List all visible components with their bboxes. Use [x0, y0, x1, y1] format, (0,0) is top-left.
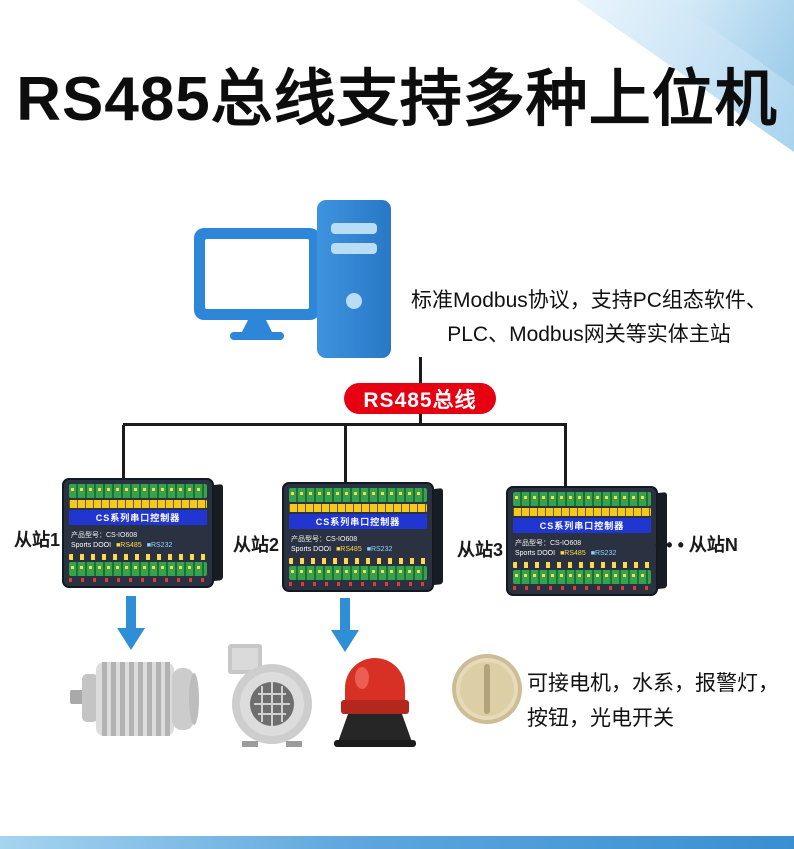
device-title: CS系列串口控制器: [289, 514, 427, 529]
down-arrow-icon: [331, 598, 359, 657]
push-button-icon: [450, 652, 524, 731]
actuator-description-line2: 按钮，光电开关: [527, 707, 674, 730]
device-model: 产品型号：CS-IO608: [71, 532, 138, 539]
led-row: [513, 562, 651, 568]
blower-fan-icon: [220, 640, 316, 753]
device-port-rs485: ■RS485: [560, 550, 586, 557]
slave3-label: 从站3: [457, 540, 504, 560]
alarm-light-icon: [328, 646, 422, 753]
slaveN-label: • • • 从站N: [655, 535, 738, 555]
actuator-description-line1: 可接电机，水系，报警灯，: [527, 672, 779, 695]
plc-device-2: CS系列串口控制器 产品型号：CS-IO608 Sports DOOI ■RS4…: [282, 482, 443, 592]
label-strip: [289, 504, 427, 512]
device-ports: Sports DOOI ■RS485 ■RS232: [515, 550, 649, 557]
down-arrow-icon: [117, 596, 145, 655]
page-title: RS485总线支持多种上位机: [16, 65, 778, 134]
device-port-rs232: ■RS232: [590, 550, 617, 557]
indicator-row: [289, 582, 427, 586]
device-title: CS系列串口控制器: [513, 518, 651, 533]
label-strip: [513, 508, 651, 516]
bus-line: [123, 423, 567, 426]
device-port-rs485: ■RS485: [116, 542, 142, 549]
led-row: [289, 558, 427, 564]
device-ports: Sports DOOI ■RS485 ■RS232: [71, 542, 205, 549]
device-port-rs232: ■RS232: [366, 546, 393, 553]
drop-line-slave2: [344, 425, 347, 484]
terminal-block-bottom: [69, 562, 207, 576]
device-port-rs232: ■RS232: [146, 542, 173, 549]
device-brand: Sports DOOI: [515, 550, 556, 557]
device-info: 产品型号：CS-IO608 Sports DOOI ■RS485 ■RS232: [69, 527, 207, 552]
master-description: 标准Modbus协议，支持PC组态软件、 PLC、Modbus网关等实体主站: [396, 284, 782, 352]
plc-body: CS系列串口控制器 产品型号：CS-IO608 Sports DOOI ■RS4…: [62, 478, 214, 588]
label-strip: [69, 500, 207, 508]
drop-line-slave3: [564, 425, 567, 488]
device-info: 产品型号：CS-IO608 Sports DOOI ■RS485 ■RS232: [513, 535, 651, 560]
device-info: 产品型号：CS-IO608 Sports DOOI ■RS485 ■RS232: [289, 531, 427, 556]
terminal-block-bottom: [289, 566, 427, 580]
device-brand: Sports DOOI: [291, 546, 332, 553]
indicator-row: [69, 578, 207, 582]
device-model: 产品型号：CS-IO608: [291, 536, 358, 543]
device-model: 产品型号：CS-IO608: [515, 540, 582, 547]
indicator-row: [513, 586, 651, 590]
terminal-block-top: [513, 492, 651, 506]
terminal-block-bottom: [513, 570, 651, 584]
device-port-rs485: ■RS485: [336, 546, 362, 553]
plc-device-1: CS系列串口控制器 产品型号：CS-IO608 Sports DOOI ■RS4…: [62, 478, 223, 588]
computer-monitor-icon: [192, 226, 322, 347]
master-description-line1: 标准Modbus协议，支持PC组态软件、: [411, 289, 767, 312]
plc-body: CS系列串口控制器 产品型号：CS-IO608 Sports DOOI ■RS4…: [282, 482, 434, 592]
device-ports: Sports DOOI ■RS485 ■RS232: [291, 546, 425, 553]
device-title: CS系列串口控制器: [69, 510, 207, 525]
actuator-description: 可接电机，水系，报警灯， 按钮，光电开关: [527, 666, 779, 736]
device-brand: Sports DOOI: [71, 542, 112, 549]
slave2-label: 从站2: [233, 535, 280, 555]
led-row: [69, 554, 207, 560]
master-description-line2: PLC、Modbus网关等实体主站: [447, 323, 731, 346]
computer-tower-icon: [316, 199, 392, 364]
terminal-block-top: [289, 488, 427, 502]
bottom-bar: [0, 836, 794, 849]
slave1-label: 从站1: [14, 530, 61, 550]
plc-body: CS系列串口控制器 产品型号：CS-IO608 Sports DOOI ■RS4…: [506, 486, 658, 596]
plc-device-3: CS系列串口控制器 产品型号：CS-IO608 Sports DOOI ■RS4…: [506, 486, 667, 596]
motor-icon: [68, 650, 200, 751]
bus-badge: RS485总线: [344, 383, 496, 414]
terminal-block-top: [69, 484, 207, 498]
drop-line-slave1: [122, 425, 125, 480]
